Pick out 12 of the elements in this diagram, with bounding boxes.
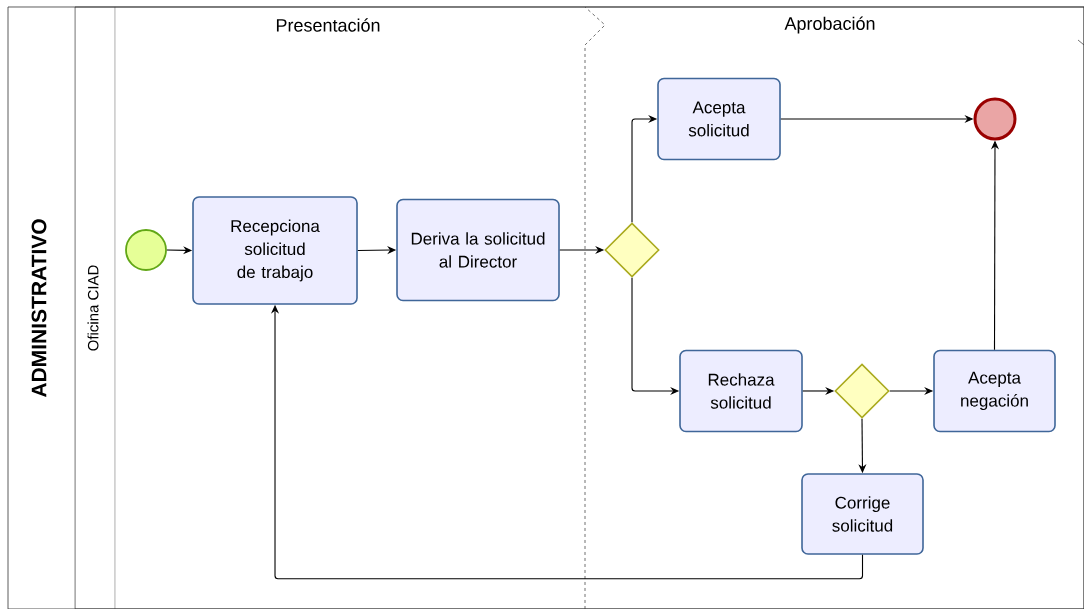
phase-label: Presentación — [276, 18, 380, 32]
gateway-diamond — [604, 222, 660, 278]
task-box: Acepta solicitud — [657, 77, 781, 161]
task-box: Recepciona solicitud de trabajo — [192, 196, 358, 305]
start-event-circle — [125, 229, 167, 271]
task-box: Rechaza solicitud — [679, 349, 803, 433]
task-box: Corrige solicitud — [801, 473, 924, 555]
task-box: Deriva la solicitud al Director — [396, 198, 560, 302]
gateway-diamond — [834, 363, 890, 419]
end-event-circle — [973, 97, 1017, 141]
phase-label: Aprobación — [784, 16, 875, 34]
task-box: Acepta negación — [933, 349, 1056, 433]
